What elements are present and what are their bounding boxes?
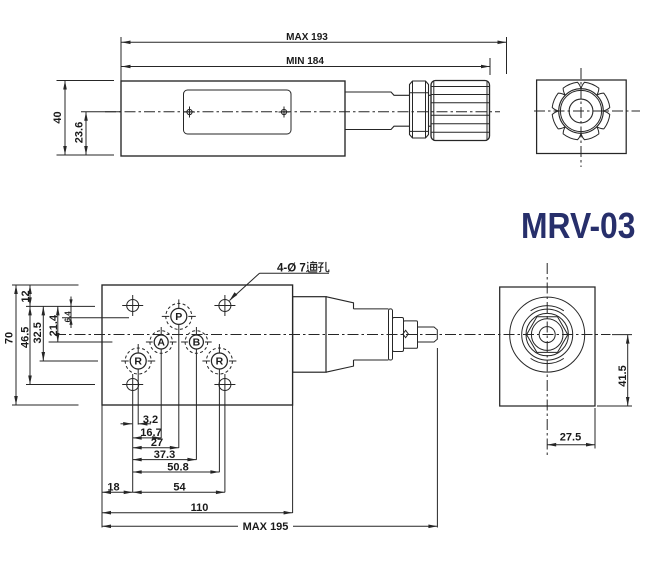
svg-text:50.8: 50.8 xyxy=(167,461,188,473)
svg-text:6.4: 6.4 xyxy=(63,311,72,323)
svg-text:12: 12 xyxy=(20,290,32,302)
svg-text:27.5: 27.5 xyxy=(560,432,581,444)
svg-text:MIN 184: MIN 184 xyxy=(286,56,324,67)
svg-text:A: A xyxy=(157,337,165,349)
svg-text:18: 18 xyxy=(107,482,119,494)
svg-text:4-Ø 7: 4-Ø 7 xyxy=(277,263,306,275)
svg-text:MAX 195: MAX 195 xyxy=(243,521,289,533)
svg-text:MAX 193: MAX 193 xyxy=(286,32,328,43)
svg-text:21.4: 21.4 xyxy=(48,314,60,336)
svg-text:P: P xyxy=(175,311,182,323)
svg-text:3.2: 3.2 xyxy=(143,414,158,426)
svg-text:110: 110 xyxy=(191,502,209,514)
svg-text:27: 27 xyxy=(151,437,163,449)
svg-text:R: R xyxy=(216,356,224,368)
svg-text:MRV-03: MRV-03 xyxy=(521,205,636,246)
svg-text:32.5: 32.5 xyxy=(32,322,44,343)
svg-text:41.5: 41.5 xyxy=(617,365,629,386)
svg-text:R: R xyxy=(134,356,142,368)
svg-text:23.6: 23.6 xyxy=(74,122,86,143)
svg-text:37.3: 37.3 xyxy=(154,449,175,461)
svg-text:40: 40 xyxy=(52,111,64,123)
svg-text:46.5: 46.5 xyxy=(20,327,32,348)
svg-text:16.7: 16.7 xyxy=(140,427,161,439)
svg-text:54: 54 xyxy=(173,482,186,494)
svg-text:70: 70 xyxy=(4,332,16,344)
svg-text:B: B xyxy=(193,337,201,349)
